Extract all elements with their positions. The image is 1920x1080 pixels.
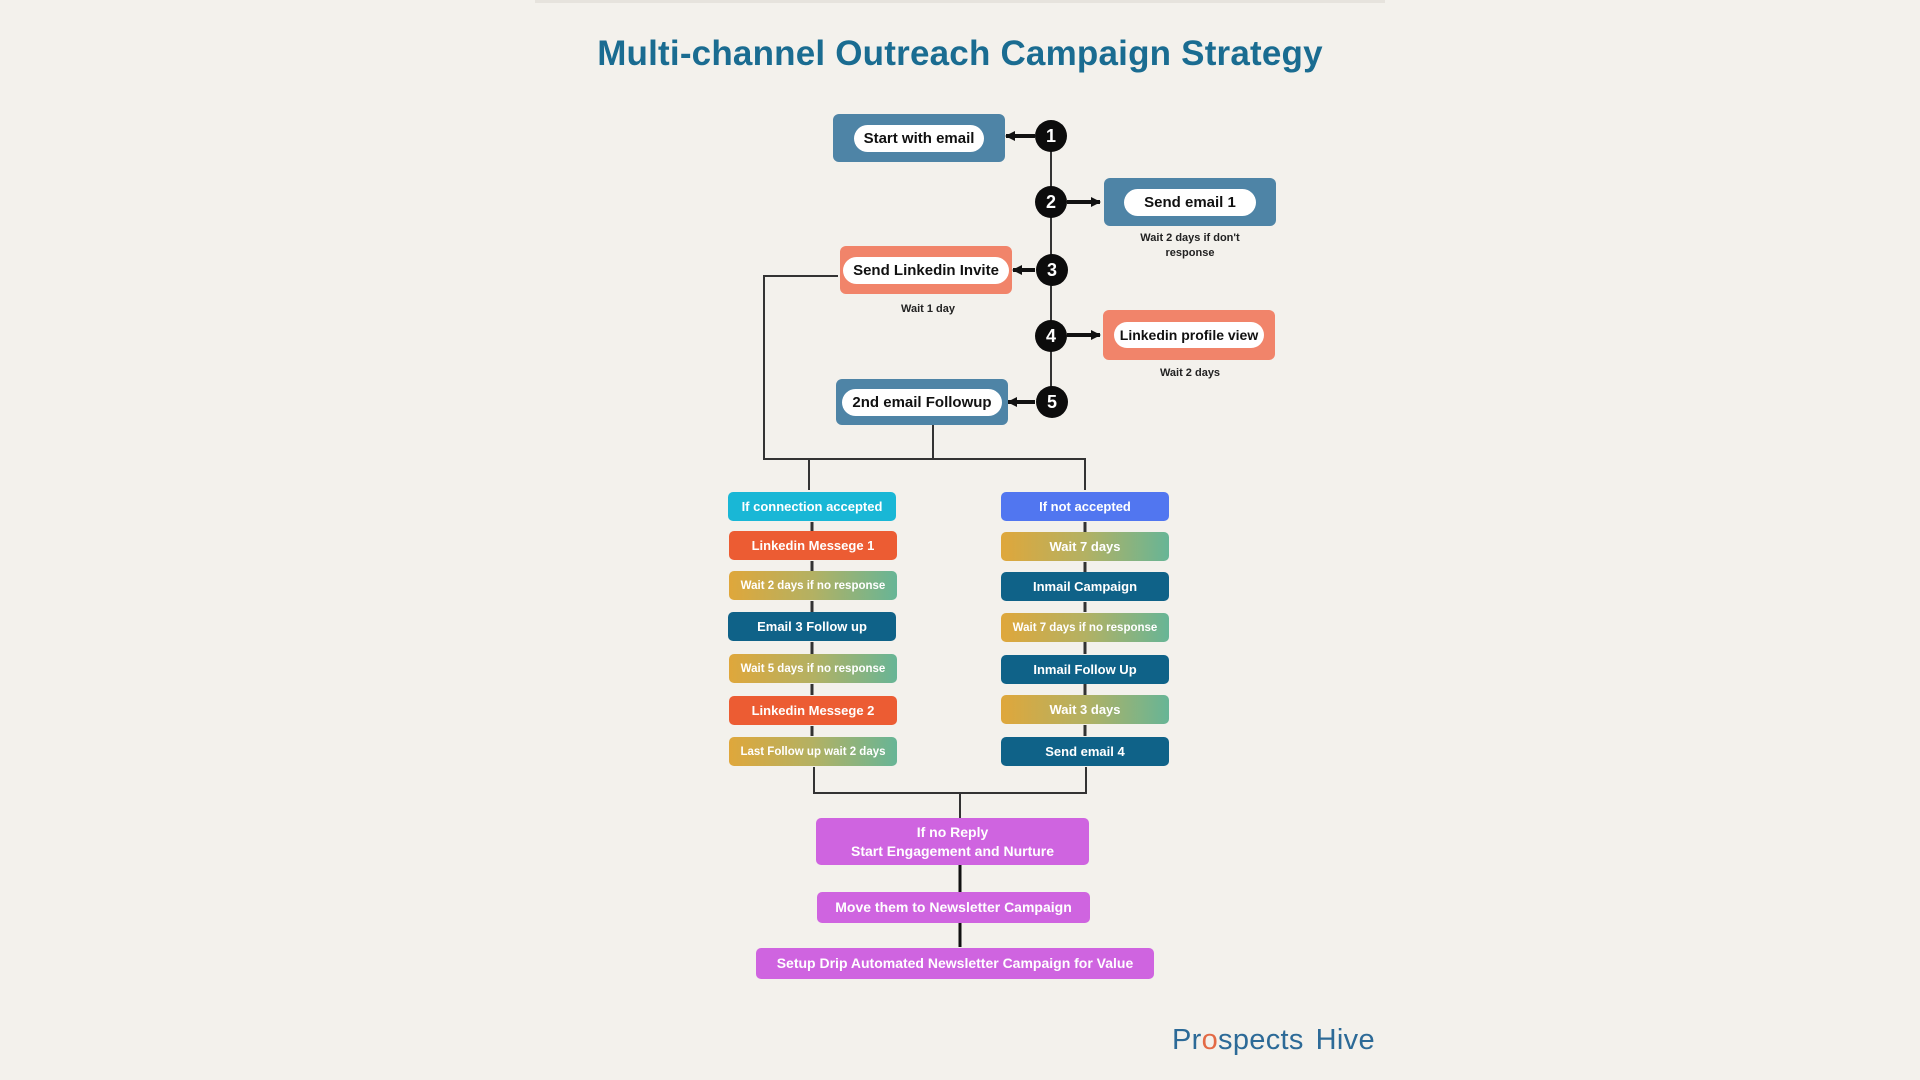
step-3-note: Wait 1 day [901, 303, 955, 315]
box-linkedin-message-1: Linkedin Messege 1 [729, 531, 897, 560]
step-send-linkedin-invite: Send Linkedin Invite [840, 246, 1012, 294]
box-if-connection-accepted: If connection accepted [728, 492, 896, 521]
step-number-4: 4 [1035, 320, 1067, 352]
step-4-note: Wait 2 days [1159, 367, 1221, 379]
box-wait-3-days: Wait 3 days [1001, 695, 1169, 724]
box-wait-7-days: Wait 7 days [1001, 532, 1169, 561]
no-reply-line-2: Start Engagement and Nurture [850, 842, 1055, 859]
step-linkedin-profile-view: Linkedin profile view [1103, 310, 1275, 360]
box-email-3-follow-up: Email 3 Follow up [728, 612, 896, 641]
step-start-with-email: Start with email [833, 114, 1005, 162]
box-wait-7-days-no-response: Wait 7 days if no response [1001, 613, 1169, 642]
box-wait-5-days-no-response: Wait 5 days if no response [729, 654, 897, 683]
step-2nd-email-followup: 2nd email Followup [836, 379, 1008, 425]
step-number-3: 3 [1036, 254, 1068, 286]
step-2-note: Wait 2 days if don't response [1140, 232, 1240, 259]
step-label: Start with email [853, 124, 985, 152]
branch-connector [763, 275, 1086, 490]
step-label: Send email 1 [1124, 188, 1256, 216]
box-inmail-campaign: Inmail Campaign [1001, 572, 1169, 601]
box-if-not-accepted: If not accepted [1001, 492, 1169, 521]
step-send-email-1: Send email 1 [1104, 178, 1276, 226]
no-reply-line-1: If no Reply [916, 823, 989, 840]
top-divider [535, 0, 1385, 3]
box-last-follow-up: Last Follow up wait 2 days [729, 737, 897, 766]
step-number-5: 5 [1036, 386, 1068, 418]
box-newsletter-campaign: Move them to Newsletter Campaign [817, 892, 1090, 923]
step-number-2: 2 [1035, 186, 1067, 218]
box-inmail-follow-up: Inmail Follow Up [1001, 655, 1169, 684]
diagram-title: Multi-channel Outreach Campaign Strategy [597, 34, 1323, 73]
box-linkedin-message-2: Linkedin Messege 2 [729, 696, 897, 725]
box-wait-2-days-no-response: Wait 2 days if no response [729, 571, 897, 600]
step-number-1: 1 [1035, 120, 1067, 152]
merge-connector [813, 767, 1087, 794]
step-label: 2nd email Followup [842, 388, 1002, 416]
step-label: Send Linkedin Invite [843, 256, 1009, 284]
box-no-reply-nurture: If no Reply Start Engagement and Nurture [816, 818, 1089, 865]
box-send-email-4: Send email 4 [1001, 737, 1169, 766]
step-label: Linkedin profile view [1113, 322, 1265, 348]
box-drip-newsletter: Setup Drip Automated Newsletter Campaign… [756, 948, 1154, 979]
